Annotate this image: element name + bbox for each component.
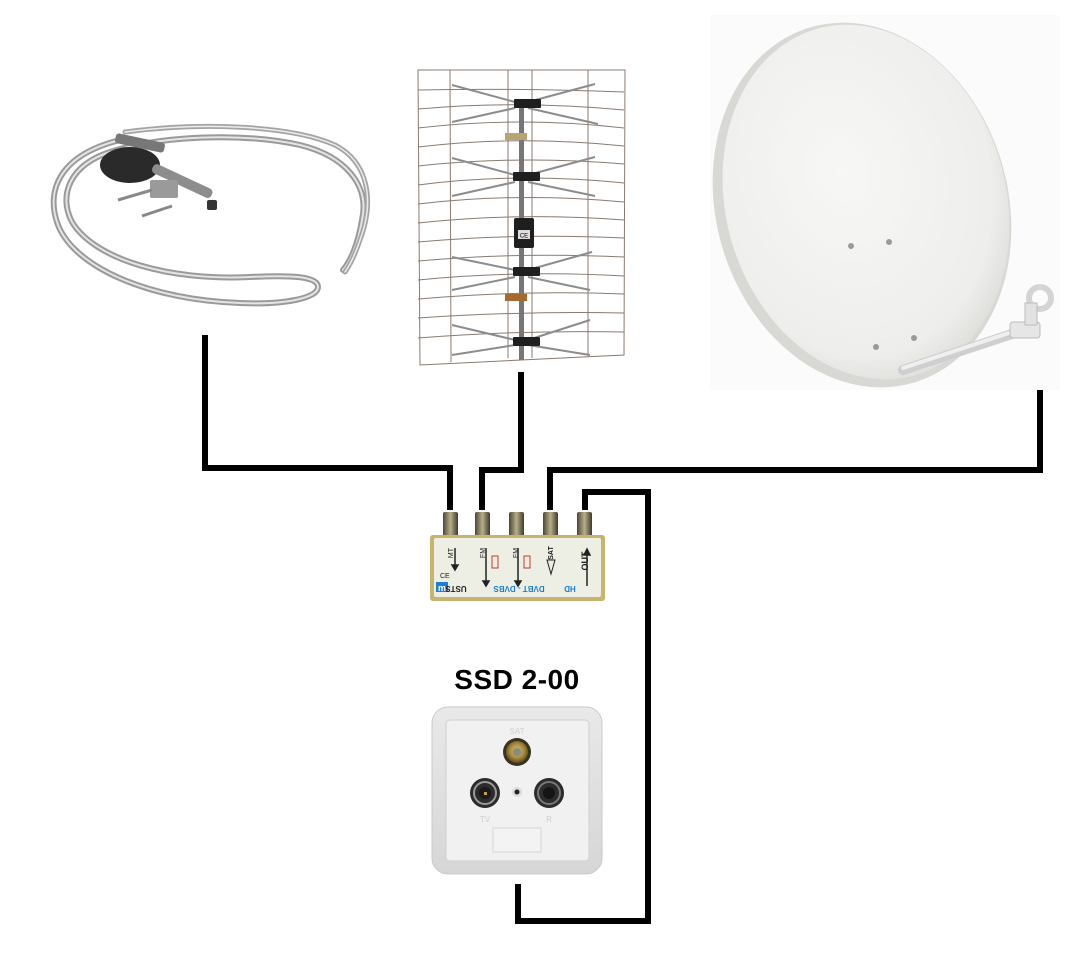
port-label-fm-2: FM (513, 548, 520, 558)
socket-label-tv: TV (480, 815, 491, 824)
combiner-band-label: DVBT - DVBS (493, 584, 545, 593)
cable-grid-antenna (479, 372, 524, 510)
socket-label-r: R (546, 815, 552, 824)
combiner-hd-label: HD (564, 584, 576, 593)
cable-satellite-dish (547, 360, 1043, 510)
port-label-sat: SAT (548, 546, 555, 560)
socket-label-sat: SAT (510, 727, 525, 736)
brand-logo: m (438, 583, 446, 593)
cable-to-wall-socket (515, 489, 651, 924)
cable-loop-antenna (202, 335, 453, 510)
wall-socket-title: SSD 2-00 (454, 664, 580, 695)
combiner-model-label: USTS (445, 584, 467, 593)
port-label-out: OUT (580, 551, 590, 571)
port-label-mt: MT (448, 547, 455, 558)
ce-mark-label: CE (520, 234, 528, 240)
ce-mark: CE (440, 573, 450, 580)
port-label-fm-1: FM (480, 548, 487, 558)
